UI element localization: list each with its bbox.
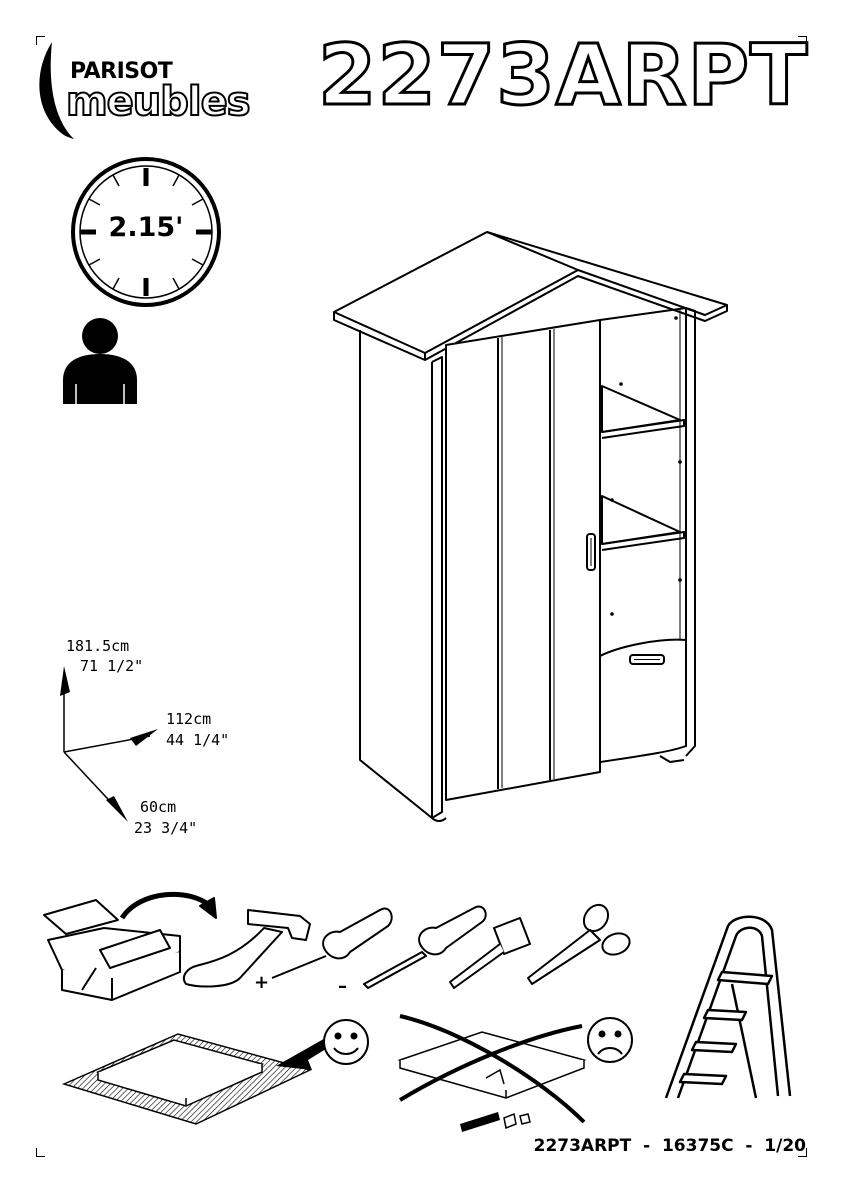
height-imperial: 71 1/2" [80,657,143,676]
sad-face-icon [588,1018,632,1062]
flat-screwdriver-icon [364,907,486,988]
happy-face-icon [324,1020,368,1064]
crop-mark-bottom-left [36,1148,45,1157]
width-metric: 112cm [166,710,211,729]
depth-metric: 60cm [140,798,176,817]
model-title: 2273ARPT [318,30,808,120]
depth-arrow-icon [106,796,128,822]
one-person-icon [60,318,140,408]
stepladder-icon [658,912,798,1112]
height-arrow-icon [60,666,70,696]
width-imperial: 44 1/4" [166,731,229,750]
toolbox-icon [44,900,180,1000]
blanket-arrow-icon [276,1032,336,1070]
depth-imperial: 23 3/4" [134,819,197,838]
floor-arrow-icon [460,1112,500,1132]
height-metric: 181.5cm [66,637,129,656]
cross-out-icon [400,1016,584,1122]
width-arrow-icon [130,729,158,746]
panel-on-floor-bad [400,1032,584,1128]
hammer-icon [184,910,310,986]
scissors-icon [528,900,633,984]
page-reference: 2273ARPT - 16375C - 1/20 [520,1135,806,1157]
phillips-screwdriver-icon [272,909,392,978]
brand-name-bottom: meubles [66,80,250,124]
panel-on-blanket-good [64,1034,310,1124]
minus-sign: – [338,976,347,997]
assembly-time: 2.15' [96,212,196,244]
plus-sign: + [254,972,269,993]
crop-mark-top-left [36,36,45,45]
tape-measure-icon [450,918,530,988]
